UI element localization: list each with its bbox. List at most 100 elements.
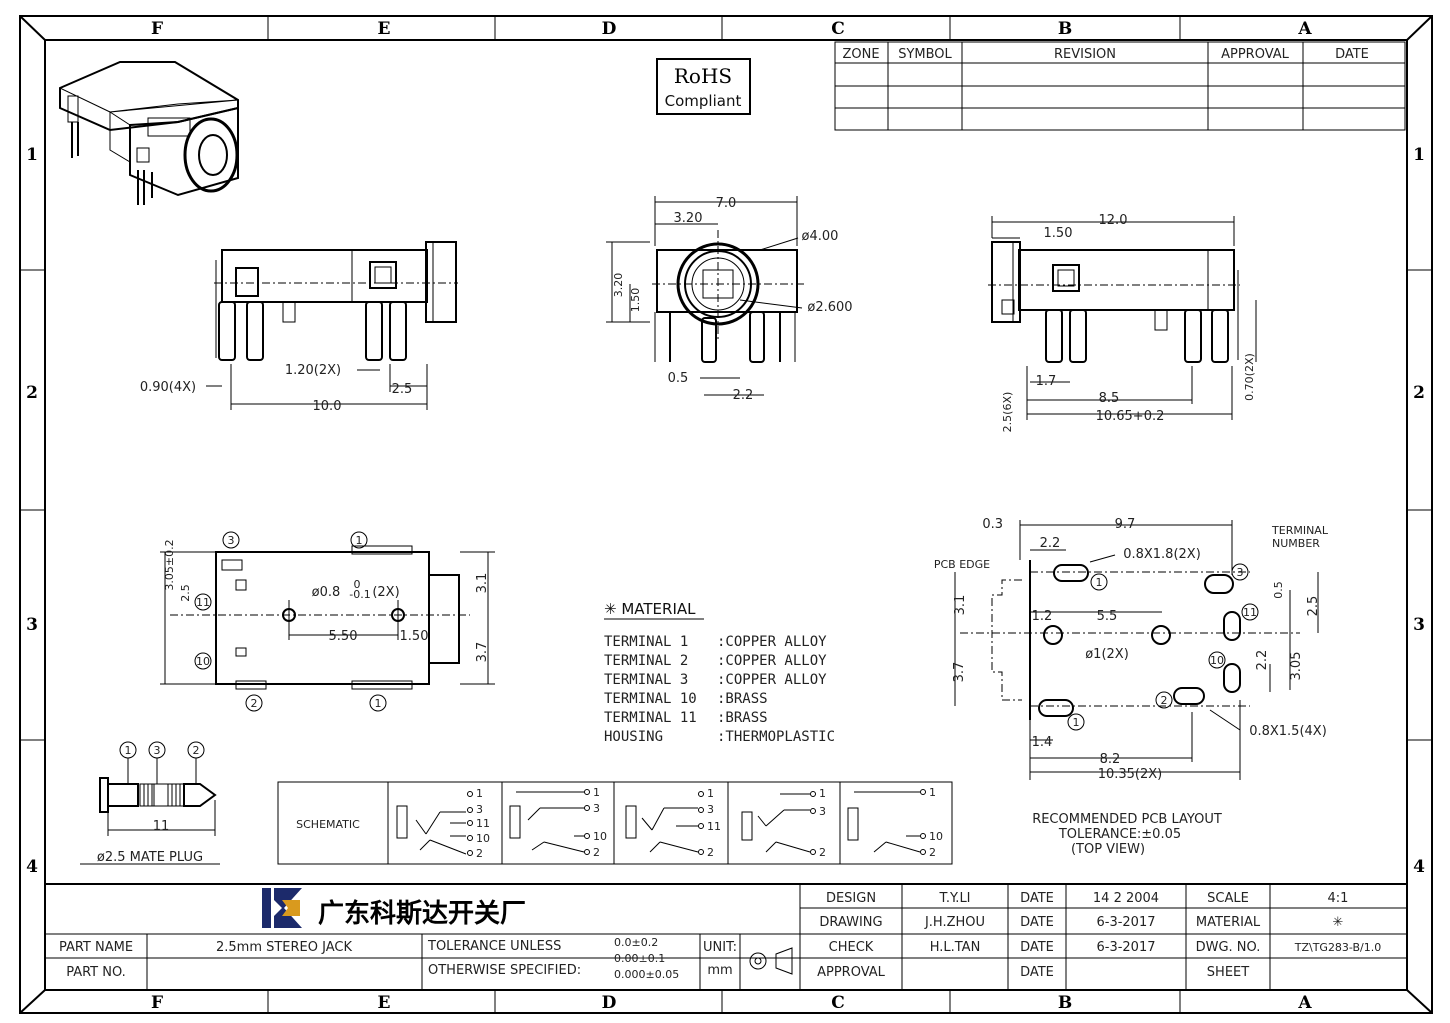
svg-text:OTHERWISE SPECIFIED:: OTHERWISE SPECIFIED: xyxy=(428,963,581,978)
svg-text::COPPER ALLOY: :COPPER ALLOY xyxy=(717,634,827,650)
svg-text:TERMINAL 3: TERMINAL 3 xyxy=(604,672,688,688)
schematic-cell: 1 10 2 xyxy=(847,786,943,859)
schematic-label: SCHEMATIC xyxy=(296,818,360,831)
dim: 0.3 xyxy=(982,517,1003,532)
pcb-layout: 0.3 9.7 2.2 0.8X1.8(2X) PCB EDGE TERMINA… xyxy=(934,517,1329,857)
svg-text:T.Y.LI: T.Y.LI xyxy=(938,891,970,906)
svg-text:SCALE: SCALE xyxy=(1207,891,1249,906)
pcb-caption: TOLERANCE:±0.05 xyxy=(1058,827,1181,842)
dim: 1.20(2X) xyxy=(285,363,341,378)
col-label: D xyxy=(602,19,617,39)
dim: 5.5 xyxy=(1097,609,1118,624)
svg-text:DATE: DATE xyxy=(1020,965,1054,980)
svg-text:2: 2 xyxy=(929,846,936,859)
dim: 1.50 xyxy=(1044,226,1073,241)
svg-text:0.000±0.05: 0.000±0.05 xyxy=(614,968,679,981)
dim: 3.1 xyxy=(475,573,490,594)
dim: 8.2 xyxy=(1100,752,1121,767)
schematic-cell: 1 3 2 xyxy=(741,787,826,859)
dim: 1.4 xyxy=(1032,735,1053,750)
pcb-caption: RECOMMENDED PCB LAYOUT xyxy=(1032,812,1222,827)
svg-text:PART NAME: PART NAME xyxy=(59,940,133,955)
dim: 0.70(2X) xyxy=(1243,353,1256,401)
projection-symbol xyxy=(749,947,793,975)
dim: 0.90(4X) xyxy=(140,380,196,395)
schematic-cell: 1 3 11 10 2 xyxy=(396,787,490,860)
col-label: A xyxy=(1297,19,1312,39)
dim: 1.50 xyxy=(629,288,642,313)
svg-text:TOLERANCE UNLESS: TOLERANCE UNLESS xyxy=(427,939,561,954)
rev-header-approval: APPROVAL xyxy=(1221,47,1290,62)
dim: -0.1 xyxy=(349,588,370,601)
svg-text::COPPER ALLOY: :COPPER ALLOY xyxy=(717,653,827,669)
svg-text:11: 11 xyxy=(476,817,490,830)
svg-text:SHEET: SHEET xyxy=(1207,965,1249,980)
dim: ø2.600 xyxy=(807,300,852,315)
dim: ø4.00 xyxy=(802,229,839,244)
svg-text:0.00±0.1: 0.00±0.1 xyxy=(614,952,665,965)
schematic-cell: 1 3 10 2 xyxy=(509,786,607,859)
sheet-frame xyxy=(19,15,1433,1014)
svg-text:DATE: DATE xyxy=(1020,940,1054,955)
dim: TERMINAL xyxy=(1271,524,1329,537)
dim: 2.2 xyxy=(1255,650,1270,671)
svg-text:PART NO.: PART NO. xyxy=(66,965,126,980)
svg-text:H.L.TAN: H.L.TAN xyxy=(930,940,981,955)
plug-caption: ø2.5 MATE PLUG xyxy=(97,850,203,865)
col-label: F xyxy=(151,19,163,39)
dim: 1.2 xyxy=(1032,609,1053,624)
dim: 2.2 xyxy=(733,388,754,403)
svg-text::BRASS: :BRASS xyxy=(717,710,768,726)
schematic-cell: 1 3 11 2 xyxy=(625,787,721,859)
pcb-caption: (TOP VIEW) xyxy=(1071,842,1145,857)
dim: 7.0 xyxy=(716,196,737,211)
svg-text:1: 1 xyxy=(819,787,826,800)
dim: 0.5 xyxy=(1272,581,1285,599)
col-label: F xyxy=(151,993,163,1013)
svg-text:11: 11 xyxy=(707,820,721,833)
svg-text:DRAWING: DRAWING xyxy=(819,915,882,930)
front-view: 7.0 3.20 ø4.00 3.20 1.50 ø2.600 0.5 2.2 xyxy=(606,196,853,403)
svg-text:3: 3 xyxy=(593,802,600,815)
dim: 9.7 xyxy=(1115,517,1136,532)
dim: (2X) xyxy=(372,585,399,600)
svg-text:10: 10 xyxy=(476,832,490,845)
svg-text:J.H.ZHOU: J.H.ZHOU xyxy=(924,915,985,930)
svg-text:6-3-2017: 6-3-2017 xyxy=(1096,940,1155,955)
svg-text:APPROVAL: APPROVAL xyxy=(817,965,886,980)
svg-text:10: 10 xyxy=(929,830,943,843)
col-label: C xyxy=(831,993,845,1013)
svg-text:6-3-2017: 6-3-2017 xyxy=(1096,915,1155,930)
terminal-number: 10 xyxy=(1210,654,1224,667)
row-label: 2 xyxy=(26,383,38,403)
dim: 3.7 xyxy=(475,642,490,663)
terminal-number: 1 xyxy=(356,534,363,547)
svg-text:10: 10 xyxy=(593,830,607,843)
svg-text:2: 2 xyxy=(476,847,483,860)
dim: 8.5 xyxy=(1099,391,1120,406)
rev-header-symbol: SYMBOL xyxy=(898,47,952,62)
row-label: 1 xyxy=(1413,145,1425,165)
col-label: E xyxy=(378,19,391,39)
dim: NUMBER xyxy=(1272,537,1320,550)
dim: 2.5 xyxy=(392,382,413,397)
row-label: 3 xyxy=(1413,615,1425,635)
dim: 0.5 xyxy=(668,371,689,386)
dim: 1.7 xyxy=(1036,374,1057,389)
dim: 5.50 xyxy=(329,629,358,644)
dim: 2.5(6X) xyxy=(1001,392,1014,433)
dim: 0.8X1.5(4X) xyxy=(1249,724,1327,739)
material-title: ✳ MATERIAL xyxy=(604,600,696,618)
row-labels-left: 1 2 3 4 xyxy=(26,145,38,877)
svg-text:TERMINAL 2: TERMINAL 2 xyxy=(604,653,688,669)
pcb-edge-label: PCB EDGE xyxy=(934,558,990,571)
dim: 0.8X1.8(2X) xyxy=(1123,547,1201,562)
dim: 3.05 xyxy=(1289,652,1304,681)
dim: 3.7 xyxy=(952,662,967,683)
right-view: 12.0 1.50 1.7 8.5 10.65+0.2 2.5(6X) 0.70… xyxy=(988,213,1257,433)
svg-text:RoHS: RoHS xyxy=(674,64,732,88)
svg-text:1: 1 xyxy=(929,786,936,799)
bottom-view: 3.05±0.2 2.5 ø0.8 0 -0.1 (2X) 5.50 1.50 … xyxy=(160,531,495,712)
svg-text:3: 3 xyxy=(476,803,483,816)
svg-text:1: 1 xyxy=(476,787,483,800)
